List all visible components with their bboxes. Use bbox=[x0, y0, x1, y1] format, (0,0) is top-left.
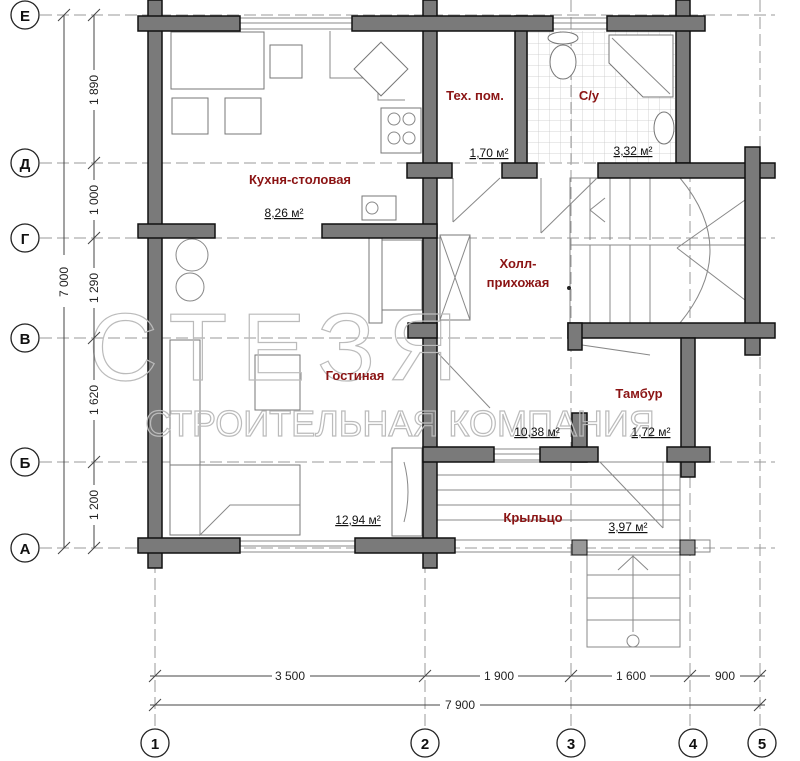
plant bbox=[175, 238, 209, 272]
plant bbox=[175, 272, 205, 302]
post bbox=[679, 539, 696, 556]
coffee-table bbox=[254, 354, 301, 411]
svg-text:СТРОИТЕЛЬНАЯ КОМПАНИЯ: СТРОИТЕЛЬНАЯ КОМПАНИЯ bbox=[145, 403, 654, 444]
room-tambur-area: 1,72 м² bbox=[632, 425, 671, 439]
room-tech-name: Тех. пом. bbox=[446, 88, 504, 103]
room-kitchen-area: 8,26 м² bbox=[265, 206, 304, 220]
axis-label: 3 bbox=[567, 736, 575, 753]
chair bbox=[171, 97, 209, 135]
axis-label: 2 bbox=[421, 736, 429, 753]
tv-stand bbox=[391, 447, 423, 537]
room-porch-area: 3,97 м² bbox=[609, 520, 648, 534]
doors bbox=[436, 177, 664, 529]
dim-left-total: 7 000 bbox=[57, 267, 71, 297]
left-dimensions: 7 000 1 890 1 000 1 290 1 620 1 200 bbox=[57, 8, 101, 555]
room-living-area: 12,94 м² bbox=[335, 513, 381, 527]
axis-label: В bbox=[20, 331, 31, 348]
dim-bottom: 1 600 bbox=[616, 669, 646, 683]
washbasin bbox=[653, 111, 675, 145]
staircase bbox=[567, 177, 746, 324]
fireplace bbox=[377, 239, 423, 311]
room-kitchen-name: Кухня-столовая bbox=[249, 172, 351, 187]
room-labels: Кухня-столовая 8,26 м² Тех. пом. 1,70 м²… bbox=[249, 88, 670, 534]
axis-label: А bbox=[20, 541, 31, 558]
axis-label: Г bbox=[21, 231, 30, 248]
chair bbox=[224, 97, 262, 135]
axis-label: 5 bbox=[758, 736, 766, 753]
watermark: СТЕЗЯ СТРОИТЕЛЬНАЯ КОМПАНИЯ bbox=[88, 293, 655, 444]
room-living-name: Гостиная bbox=[326, 368, 385, 383]
boiler bbox=[361, 195, 397, 221]
dim-bottom: 3 500 bbox=[275, 669, 305, 683]
dim-bottom: 900 bbox=[715, 669, 735, 683]
room-porch-name: Крыльцо bbox=[503, 510, 562, 525]
column-axis-bubbles: 1 2 3 4 5 bbox=[140, 728, 777, 758]
kitchen-sink bbox=[353, 41, 409, 97]
chair bbox=[269, 44, 303, 79]
room-wc-area: 3,32 м² bbox=[614, 144, 653, 158]
toilet-tank bbox=[547, 31, 579, 45]
walls bbox=[137, 0, 776, 569]
room-hall-name-2: прихожая bbox=[487, 275, 550, 290]
dim-left: 1 890 bbox=[87, 75, 101, 105]
dim-left: 1 000 bbox=[87, 185, 101, 215]
stove bbox=[380, 107, 422, 154]
room-tambur-name: Тамбур bbox=[615, 386, 662, 401]
axis-label: 1 bbox=[151, 736, 159, 753]
dim-left: 1 200 bbox=[87, 490, 101, 520]
dim-left: 1 290 bbox=[87, 273, 101, 303]
toilet bbox=[549, 44, 577, 80]
axis-label: Е bbox=[20, 8, 30, 25]
room-hall-area: 10,38 м² bbox=[514, 425, 560, 439]
furniture bbox=[169, 31, 675, 537]
room-wc-name: С/у bbox=[579, 88, 600, 103]
svg-text:СТЕЗЯ: СТЕЗЯ bbox=[89, 294, 472, 401]
row-axis-bubbles: Е Д Г В Б А bbox=[10, 0, 40, 563]
axis-label: 4 bbox=[689, 736, 698, 753]
dining-table bbox=[170, 31, 265, 90]
post bbox=[571, 539, 588, 556]
room-hall-name-1: Холл- bbox=[500, 256, 537, 271]
bottom-dimensions: 3 500 1 900 1 600 900 7 900 bbox=[148, 668, 767, 713]
dim-bottom: 1 900 bbox=[484, 669, 514, 683]
axis-label: Д bbox=[20, 156, 31, 173]
dim-bottom-total: 7 900 bbox=[445, 698, 475, 712]
axis-label: Б bbox=[20, 455, 31, 472]
dim-left: 1 620 bbox=[87, 385, 101, 415]
room-tech-area: 1,70 м² bbox=[470, 146, 509, 160]
